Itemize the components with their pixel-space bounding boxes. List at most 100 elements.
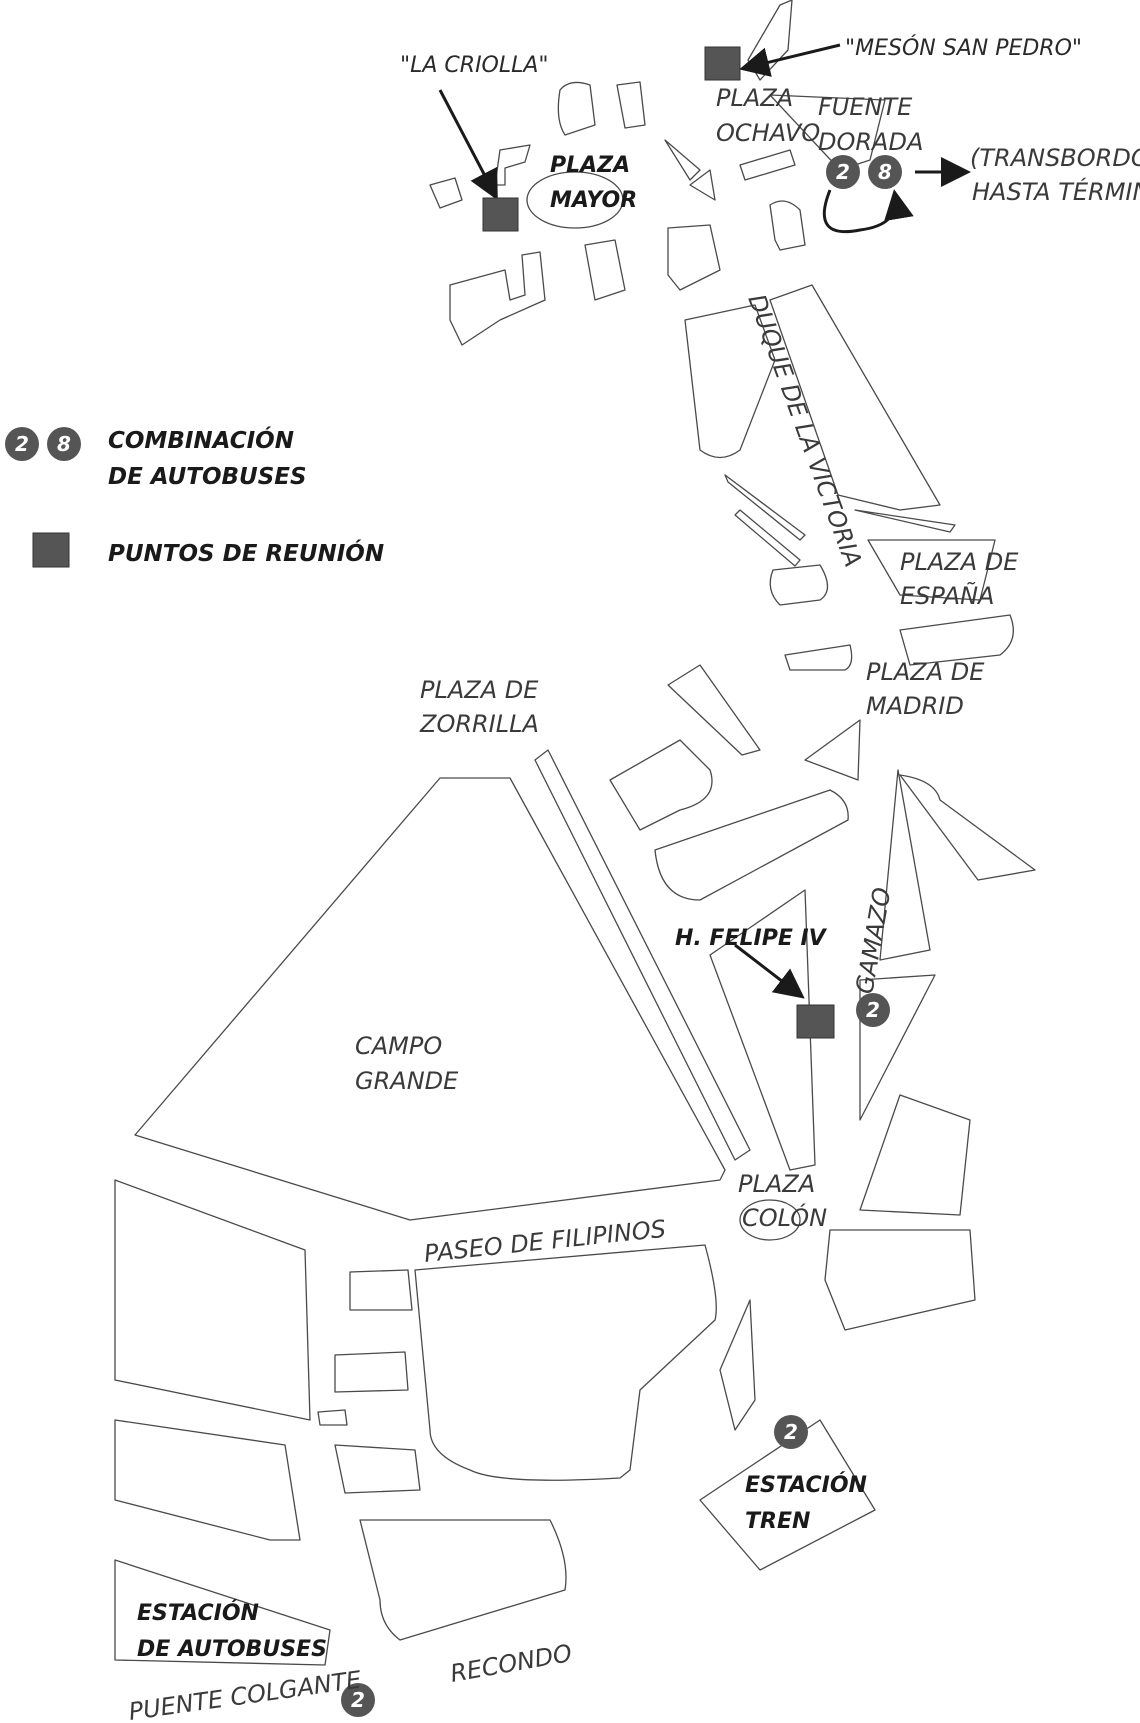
bus-number: 8 xyxy=(878,160,892,184)
recondo-street-label: RECONDO xyxy=(448,1639,574,1688)
estacion-tren-label: TREN xyxy=(745,1509,810,1534)
block xyxy=(879,769,931,961)
plaza-madrid-label: PLAZA DE xyxy=(866,658,985,686)
block xyxy=(859,1094,971,1216)
block xyxy=(747,0,793,81)
block xyxy=(449,251,546,346)
plaza-espana-label: PLAZA DE xyxy=(900,548,1019,576)
block xyxy=(334,1351,409,1393)
block xyxy=(899,774,1036,881)
estacion-autobuses-label: ESTACIÓN xyxy=(137,1600,259,1626)
block xyxy=(667,664,761,756)
block xyxy=(719,1299,756,1431)
bus-number: 2 xyxy=(836,160,850,184)
legend-meeting-label: PUNTOS DE REUNIÓN xyxy=(108,539,384,567)
meeting-point-meson-san-pedro xyxy=(704,46,741,81)
felipe-label: H. FELIPE IV xyxy=(675,926,828,951)
block xyxy=(689,169,716,201)
block xyxy=(654,789,849,901)
plaza-colon-label: PLAZA xyxy=(738,1170,815,1198)
meeting-point-felipe xyxy=(796,1004,835,1039)
estacion-tren-label: ESTACIÓN xyxy=(745,1472,867,1498)
block xyxy=(557,81,596,136)
block xyxy=(359,1519,567,1641)
block xyxy=(349,1269,413,1311)
block xyxy=(769,200,806,251)
plaza-mayor-ellipse xyxy=(526,171,624,229)
meson-san-pedro-label: "MESÓN SAN PEDRO" xyxy=(845,35,1082,61)
block xyxy=(429,177,463,209)
estacion-tren-block xyxy=(699,1419,876,1571)
bus-badge-fuente-a xyxy=(826,155,860,189)
transbordo-label: HASTA TÉRMINO) xyxy=(972,177,1140,206)
block xyxy=(684,304,776,459)
bus-number: 2 xyxy=(866,998,880,1022)
block xyxy=(114,1419,301,1541)
estacion-autobuses-label: DE AUTOBUSES xyxy=(137,1637,327,1662)
bus-number: 2 xyxy=(784,1420,798,1444)
legend: 2 8 COMBINACIÓN DE AUTOBUSES PUNTOS DE R… xyxy=(5,426,384,568)
plaza-mayor-label: MAYOR xyxy=(550,188,637,213)
bus-badge-gamazo xyxy=(856,993,890,1027)
felipe-arrow xyxy=(734,943,805,999)
plaza-espana-label: ESPAÑA xyxy=(900,580,994,610)
plaza-zorrilla-label: ZORRILLA xyxy=(419,710,539,738)
meeting-points xyxy=(482,46,835,1039)
campo-grande-park xyxy=(134,777,726,1221)
block xyxy=(769,284,941,511)
legend-bus-label: DE AUTOBUSES xyxy=(108,464,307,490)
bus-badge-fuente-b xyxy=(868,155,902,189)
bus-badge-puente xyxy=(341,1683,375,1717)
criolla-arrow xyxy=(438,89,498,201)
bus-badge-estacion-tren xyxy=(774,1415,808,1449)
plaza-mayor-label: PLAZA xyxy=(550,153,630,178)
plaza-colon-circle xyxy=(739,1199,801,1241)
legend-bus-badge-b xyxy=(47,427,81,461)
block xyxy=(114,1179,311,1421)
la-criolla-label: "LA CRIOLLA" xyxy=(400,53,549,78)
legend-bus-label: COMBINACIÓN xyxy=(108,426,294,454)
bus-number: 2 xyxy=(351,1688,365,1712)
arrows xyxy=(438,43,971,999)
bus-stops: 2 8 2 2 2 xyxy=(341,155,902,1717)
block xyxy=(899,614,1014,666)
block xyxy=(494,144,531,186)
block xyxy=(534,749,751,1161)
block xyxy=(616,81,646,129)
block xyxy=(784,644,853,671)
puente-colgante-label: PUENTE COLGANTE xyxy=(127,1665,364,1723)
block xyxy=(867,539,996,601)
campo-grande-label: CAMPO xyxy=(355,1032,442,1060)
block xyxy=(769,564,829,606)
block xyxy=(334,1444,421,1494)
legend-meeting-square xyxy=(32,532,70,568)
plaza-zorrilla-label: PLAZA DE xyxy=(420,676,539,704)
fuente-dorada-label: FUENTE xyxy=(818,93,913,121)
block xyxy=(709,889,816,1171)
plaza-madrid-label: MADRID xyxy=(866,692,964,720)
block xyxy=(584,239,626,301)
campo-grande-label: GRANDE xyxy=(355,1067,459,1095)
bus-loop-arrow xyxy=(822,189,914,234)
city-blocks xyxy=(114,0,1036,1666)
legend-bus-number: 8 xyxy=(57,432,71,456)
legend-bus-badge-a xyxy=(5,427,39,461)
plaza-ochavo-label: PLAZA xyxy=(716,84,793,112)
fuente-dorada-label: DORADA xyxy=(818,128,923,156)
block xyxy=(824,1229,976,1331)
block xyxy=(854,509,956,533)
block xyxy=(664,139,701,181)
legend-bus-number: 2 xyxy=(15,432,29,456)
block xyxy=(734,509,801,567)
block xyxy=(769,94,886,171)
map-labels: "LA CRIOLLA" "MESÓN SAN PEDRO" PLAZA MAY… xyxy=(127,35,1140,1723)
meson-arrow xyxy=(739,43,841,77)
block xyxy=(317,1409,348,1426)
block xyxy=(724,474,806,541)
plaza-ochavo-label: OCHAVO xyxy=(716,119,820,147)
transbordo-label: (TRANSBORDO, xyxy=(970,144,1140,172)
block xyxy=(609,739,713,831)
plaza-colon-label: COLÓN xyxy=(742,1202,827,1232)
meeting-point-la-criolla xyxy=(482,197,519,232)
